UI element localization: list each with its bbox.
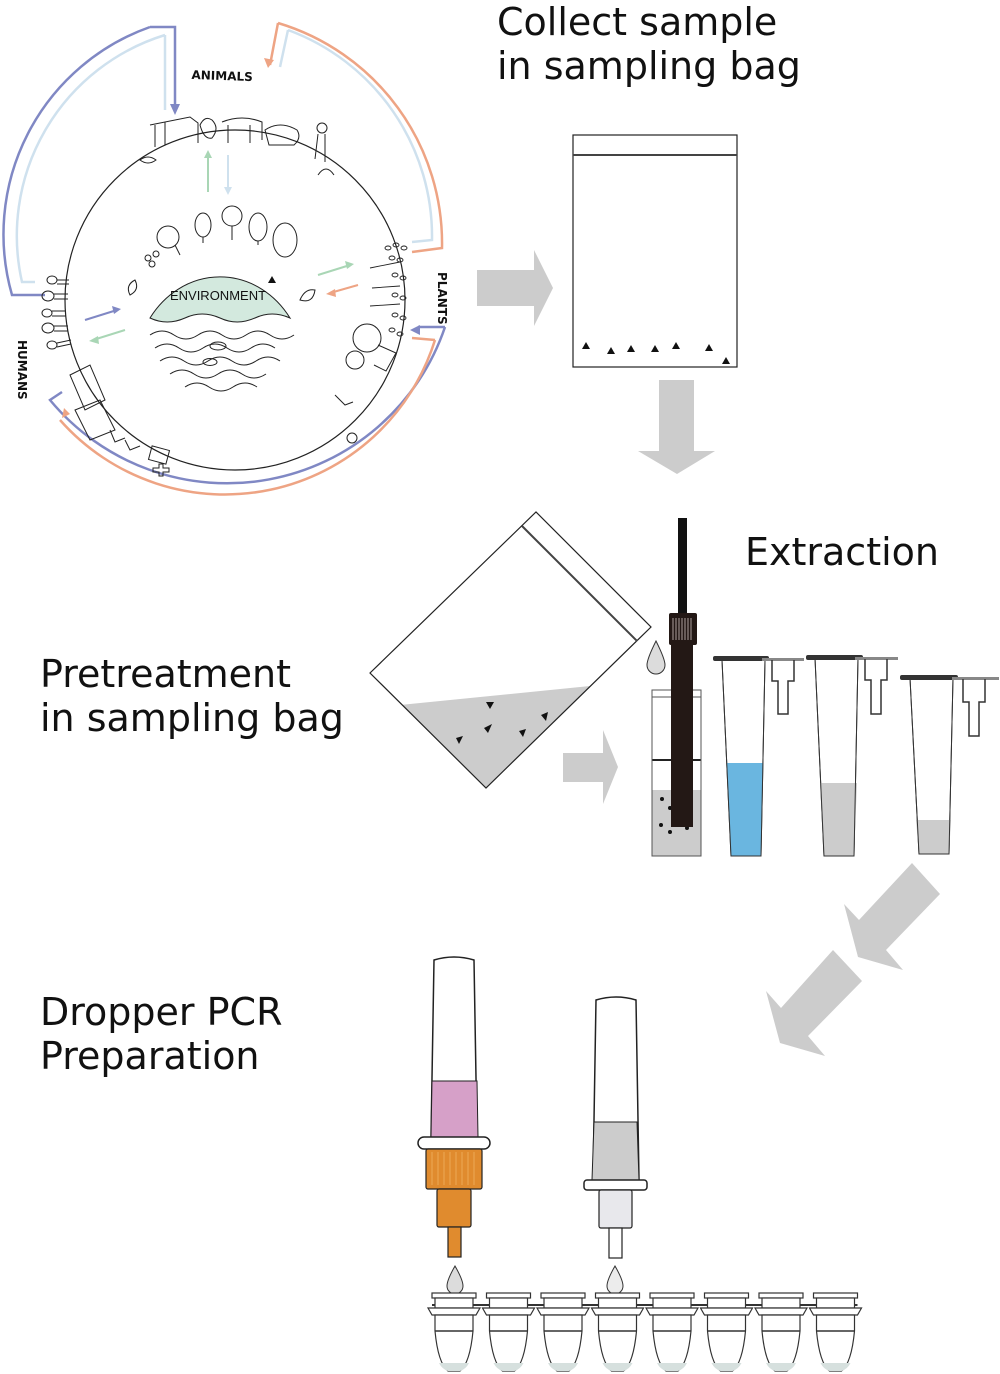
sector-label-plants: PLANTS <box>435 272 449 325</box>
step-label-dropper-pcr: Dropper PCR Preparation <box>40 990 283 1078</box>
orange-bracket-top-right <box>268 21 444 254</box>
lightblue-bracket-top-left <box>15 33 167 284</box>
sector-label-humans: HUMANS <box>15 340 29 400</box>
buildings-icon <box>69 364 171 477</box>
droplet-icon <box>606 1264 624 1295</box>
extraction-tube-gray-1 <box>806 655 898 857</box>
dropper-gray <box>583 996 648 1259</box>
step-label-extraction: Extraction <box>745 530 939 574</box>
lightblue-bracket-top-right <box>278 28 434 244</box>
humans-icon <box>41 275 72 350</box>
sector-label-animals: ANIMALS <box>191 68 253 84</box>
arrowhead <box>62 408 70 418</box>
sampling-bag <box>572 134 738 368</box>
pcr-tube <box>535 1292 591 1372</box>
tube-liquid <box>916 820 951 854</box>
flow-arrow-down <box>638 380 715 474</box>
water-waves <box>149 330 295 392</box>
pcr-tube <box>590 1292 645 1372</box>
step-label-pretreatment: Pretreatment in sampling bag <box>40 652 344 740</box>
sample-marker-icon <box>268 276 276 283</box>
animals-icon <box>139 116 335 176</box>
flow-arrow-diagonal-2 <box>766 950 862 1056</box>
arrowhead <box>170 104 180 115</box>
magnetic-probe <box>669 518 697 827</box>
tube-liquid <box>727 763 763 856</box>
pretreatment-bag <box>369 511 652 789</box>
flow-arrow-diagonal-1 <box>844 863 940 970</box>
environment-label: ENVIRONMENT <box>170 288 266 303</box>
trees-icon <box>127 205 316 302</box>
sample-particles-icon <box>582 342 730 364</box>
environment-dome <box>149 276 292 323</box>
flow-arrows <box>84 150 359 344</box>
tube-liquid <box>820 783 857 856</box>
sample-particles-icon <box>456 702 548 744</box>
flow-arrow-right-2 <box>563 730 618 804</box>
arrowhead <box>410 325 420 335</box>
pcr-tube <box>808 1292 863 1372</box>
fish-icon <box>202 341 227 366</box>
pcr-tube <box>644 1292 700 1372</box>
pcr-tube <box>481 1292 536 1372</box>
orange-bracket-bottom <box>59 336 437 496</box>
pcr-tube <box>753 1292 809 1372</box>
pcr-tube <box>426 1292 482 1372</box>
droplet-icon <box>446 1264 464 1295</box>
arrowhead <box>264 58 274 68</box>
extraction-tube-blue <box>713 656 804 857</box>
dropper-pink <box>417 956 491 1258</box>
plants-icon <box>369 242 408 337</box>
purple-bracket-top-left <box>2 25 177 297</box>
droplet-icon <box>646 639 666 675</box>
pcr-tube <box>699 1292 754 1372</box>
step-label-collect: Collect sample in sampling bag <box>497 0 801 88</box>
one-health-diagram: ENVIRONMENT <box>2 21 460 533</box>
flow-arrow-right-1 <box>477 250 553 326</box>
lab-equipment-icon <box>334 323 397 444</box>
pcr-tube-strip <box>426 1292 863 1372</box>
extraction-tube-gray-2 <box>900 675 999 855</box>
